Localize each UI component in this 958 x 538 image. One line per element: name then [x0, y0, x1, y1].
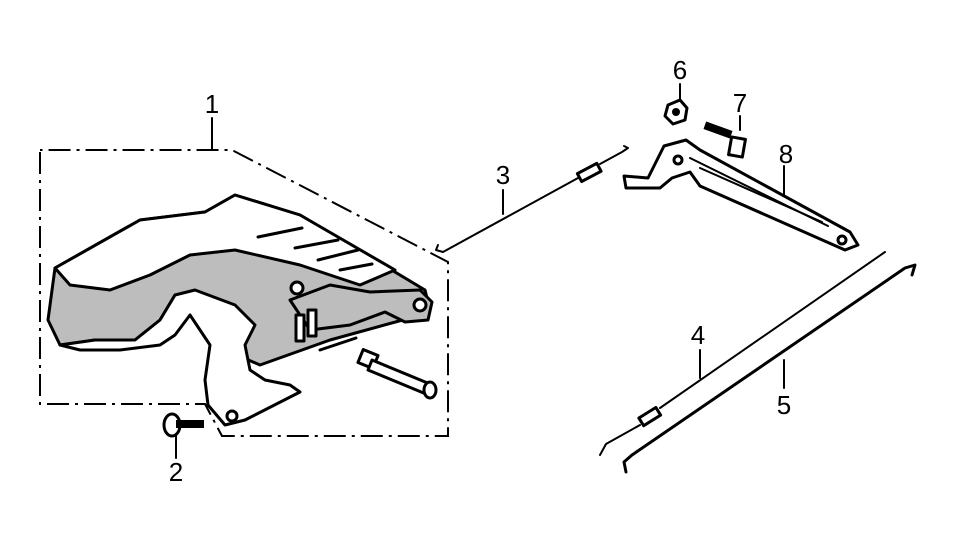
part-1-cover [46, 193, 434, 427]
part-1-bolt [356, 348, 438, 400]
part-7-bolt [703, 115, 747, 159]
callout-7: 7 [733, 88, 747, 118]
part-2-flange-bolt [162, 412, 204, 459]
callout-4: 4 [691, 320, 705, 350]
callout-6: 6 [673, 55, 687, 85]
part-8-lever-bracket [622, 138, 860, 252]
part-4-control-rod [599, 251, 886, 456]
callout-2: 2 [169, 457, 183, 487]
part-1-group-boundary [39, 149, 449, 437]
callout-1: 1 [205, 89, 219, 119]
callout-3: 3 [496, 160, 510, 190]
part-5-rod [622, 263, 917, 474]
callout-5: 5 [777, 390, 791, 420]
part-3-spring-rod [435, 145, 629, 253]
part-6-nut [663, 83, 689, 126]
callout-8: 8 [779, 139, 793, 169]
